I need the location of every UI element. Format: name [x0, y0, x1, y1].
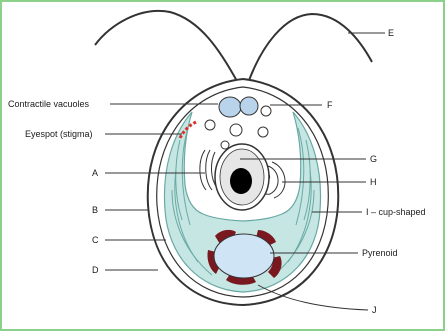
vesicle: [230, 124, 242, 136]
contractile-vacuole-2: [240, 97, 258, 115]
contractile-vacuole-1: [219, 97, 241, 117]
label-j: J: [372, 305, 377, 315]
label-c: C: [92, 235, 99, 245]
label-contractile-vacuoles: Contractile vacuoles: [8, 99, 90, 109]
label-i-cup-shaped: I – cup-shaped: [366, 207, 426, 217]
right-flagellum: [248, 14, 372, 83]
pyrenoid-shape: [214, 234, 274, 278]
label-h: H: [370, 177, 377, 187]
label-d: D: [92, 265, 99, 275]
left-flagellum: [95, 11, 238, 83]
label-g: G: [370, 154, 377, 164]
label-e: E: [388, 28, 394, 38]
vesicle: [261, 106, 271, 116]
label-a: A: [92, 168, 98, 178]
label-eyespot: Eyespot (stigma): [25, 129, 93, 139]
vesicle: [205, 120, 215, 130]
vesicle: [258, 127, 268, 137]
label-b: B: [92, 205, 98, 215]
label-pyrenoid: Pyrenoid: [362, 248, 398, 258]
label-f: F: [327, 100, 333, 110]
vesicle: [221, 141, 229, 149]
nucleolus: [230, 168, 252, 194]
